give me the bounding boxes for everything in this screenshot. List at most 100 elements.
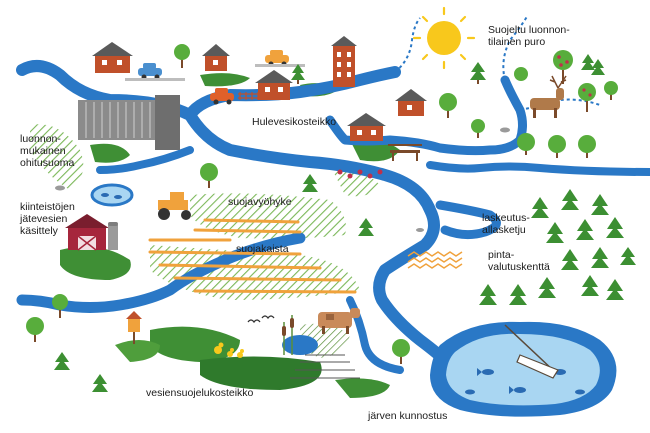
tree-icon: [578, 135, 596, 158]
fish-icon: [465, 389, 475, 395]
tree-icon: [578, 83, 596, 112]
label-bypass-channel: luonnon- mukainen ohitusuoma: [20, 133, 75, 169]
grass-patch: [90, 143, 130, 163]
house-icon: [202, 44, 230, 71]
spruce-icon: [591, 247, 609, 268]
grass-patch: [60, 246, 131, 280]
tree-icon: [26, 317, 44, 342]
bird-icon: [247, 315, 275, 324]
house-icon: [347, 113, 386, 141]
overland-flow-field: [407, 251, 463, 269]
bench-icon: [388, 144, 422, 161]
tree-icon: [514, 67, 528, 81]
small-fishpond: [90, 183, 134, 207]
east-hatch: [330, 165, 380, 197]
spruce-icon: [606, 217, 624, 238]
apartment-building-icon: [331, 36, 357, 87]
field-stripes: [148, 218, 357, 294]
tree-icon: [517, 133, 535, 155]
tree-icon: [604, 81, 618, 100]
tree-icon: [52, 294, 68, 318]
fish-icon: [101, 193, 109, 197]
label-settling-ponds: laskeutus- allasketju: [482, 212, 530, 236]
spruce-icon: [54, 352, 70, 370]
boat-icon: [504, 324, 559, 379]
label-stormwater-wetland: Hulevesikosteikko: [252, 116, 337, 128]
tree-icon: [439, 93, 457, 118]
grass-patch: [115, 340, 160, 362]
deer-icon: [530, 75, 567, 118]
road: [255, 64, 305, 67]
birdhouse-icon: [126, 311, 142, 344]
spruce-icon: [606, 279, 624, 300]
label-buffer-strip: suojakaista: [236, 243, 289, 255]
grass-patch: [200, 73, 250, 87]
dam-icon: [78, 95, 180, 150]
sun-icon: [412, 6, 476, 70]
riverbank-hatch: [30, 124, 84, 190]
buffer-strip-hatch: [150, 245, 360, 300]
barn-icon: [65, 214, 118, 251]
flowers: [337, 169, 383, 179]
lake: [430, 321, 617, 417]
tree-icon: [471, 119, 485, 138]
grass-patch: [200, 356, 322, 390]
road: [125, 78, 185, 81]
spruce-icon: [538, 277, 556, 298]
car-icon: [138, 63, 162, 80]
fish-icon: [482, 369, 494, 375]
label-protected-stream: Suojeltu luonnon- tilainen puro: [488, 24, 570, 48]
label-lake-restoration: järven kunnostus: [368, 410, 448, 422]
grass-patch: [150, 326, 240, 362]
dashed-stream: [394, 17, 421, 73]
fish-icon: [514, 387, 526, 393]
spruce-icon: [291, 64, 305, 84]
deciduous-trees: [26, 44, 618, 364]
label-water-protection-wetland: vesiensuojelukosteikko: [146, 387, 254, 399]
spruce-icon: [302, 174, 318, 192]
label-wastewater-treatment: kiinteistöjen jätevesien käsittely: [20, 201, 75, 237]
fish-icon: [114, 195, 122, 199]
duck-icon: [214, 342, 244, 358]
east-stream: [426, 161, 650, 176]
label-overland-flow-field: pinta- valutuskenttä: [488, 249, 550, 273]
lake-inner: [446, 333, 600, 406]
spruce-icon: [591, 59, 605, 75]
tractor-icon: [158, 192, 191, 220]
spruce-icon: [479, 284, 497, 305]
spruce-icon: [591, 194, 609, 215]
grass-patch: [335, 378, 390, 398]
northeast-stream: [325, 75, 527, 156]
spruce-icon: [561, 189, 579, 210]
spruce-trees: [54, 54, 636, 392]
fish-tail: [509, 386, 514, 394]
house-icon: [255, 70, 293, 100]
tree-icon: [174, 44, 190, 68]
spruce-icon: [581, 54, 595, 70]
label-buffer-zone: suojavyöhyke: [228, 196, 292, 208]
spruce-icon: [358, 218, 374, 236]
tree-icon: [392, 339, 410, 364]
spruce-icon: [531, 197, 549, 218]
house-icon: [395, 89, 427, 116]
land-patches: [30, 73, 400, 398]
spruce-icon: [546, 222, 564, 243]
spruce-icon: [561, 249, 579, 270]
houses: [92, 36, 427, 141]
spruce-icon: [509, 284, 527, 305]
spruce-icon: [470, 62, 486, 84]
cow-icon: [318, 308, 360, 334]
cattail-pond: [282, 335, 318, 355]
dashed-stream: [502, 14, 529, 81]
cattail-icon: [282, 315, 294, 355]
settling-ponds-chain: [435, 200, 501, 240]
fish-icon: [575, 389, 585, 395]
tree-icon: [200, 163, 218, 188]
car-icon: [210, 88, 234, 105]
buffer-zone-hatch: [190, 193, 346, 239]
fence: [238, 92, 262, 100]
spruce-icon: [576, 219, 594, 240]
upper-left-bypass: [96, 146, 194, 174]
wetland-fences: [290, 354, 360, 379]
